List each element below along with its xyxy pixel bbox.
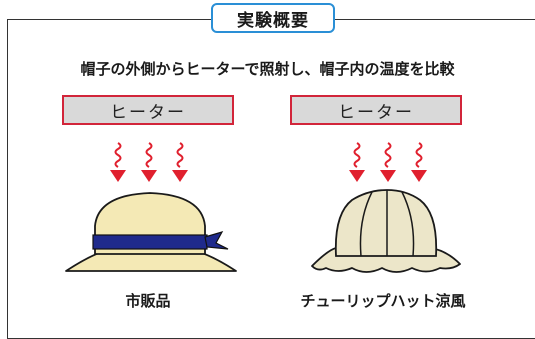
- overview-title-badge: 実験概要: [211, 3, 335, 33]
- tulip-hat-caption: チューリップハット涼風: [300, 292, 466, 310]
- tulip-hat-icon: [311, 189, 461, 273]
- heater-left-label: ヒーター: [110, 102, 186, 123]
- experiment-overview: 実験概要 帽子の外側からヒーターで照射し、帽子内の温度を比較 ヒーター ヒーター: [7, 3, 535, 339]
- commercial-hat-icon: [65, 192, 237, 272]
- heat-arrow-icon: [411, 142, 427, 182]
- ribbon-bow: [204, 231, 229, 250]
- heat-arrow-icon: [110, 142, 126, 182]
- overview-title: 実験概要: [237, 10, 309, 31]
- heat-arrows-left: [110, 142, 188, 182]
- heater-right-label: ヒーター: [338, 102, 414, 123]
- heater-left: ヒーター: [62, 95, 234, 125]
- heat-arrows-right: [349, 142, 427, 182]
- commercial-hat-caption: 市販品: [125, 292, 171, 310]
- heat-arrow-icon: [380, 142, 396, 182]
- heater-right: ヒーター: [290, 95, 462, 125]
- overview-frame: [7, 19, 535, 339]
- heat-arrow-icon: [172, 142, 188, 182]
- heat-arrow-icon: [349, 142, 365, 182]
- hat-ribbon: [92, 234, 208, 250]
- experiment-description: 帽子の外側からヒーターで照射し、帽子内の温度を比較: [80, 60, 455, 78]
- heat-arrow-icon: [141, 142, 157, 182]
- illustration-layer: [65, 142, 461, 273]
